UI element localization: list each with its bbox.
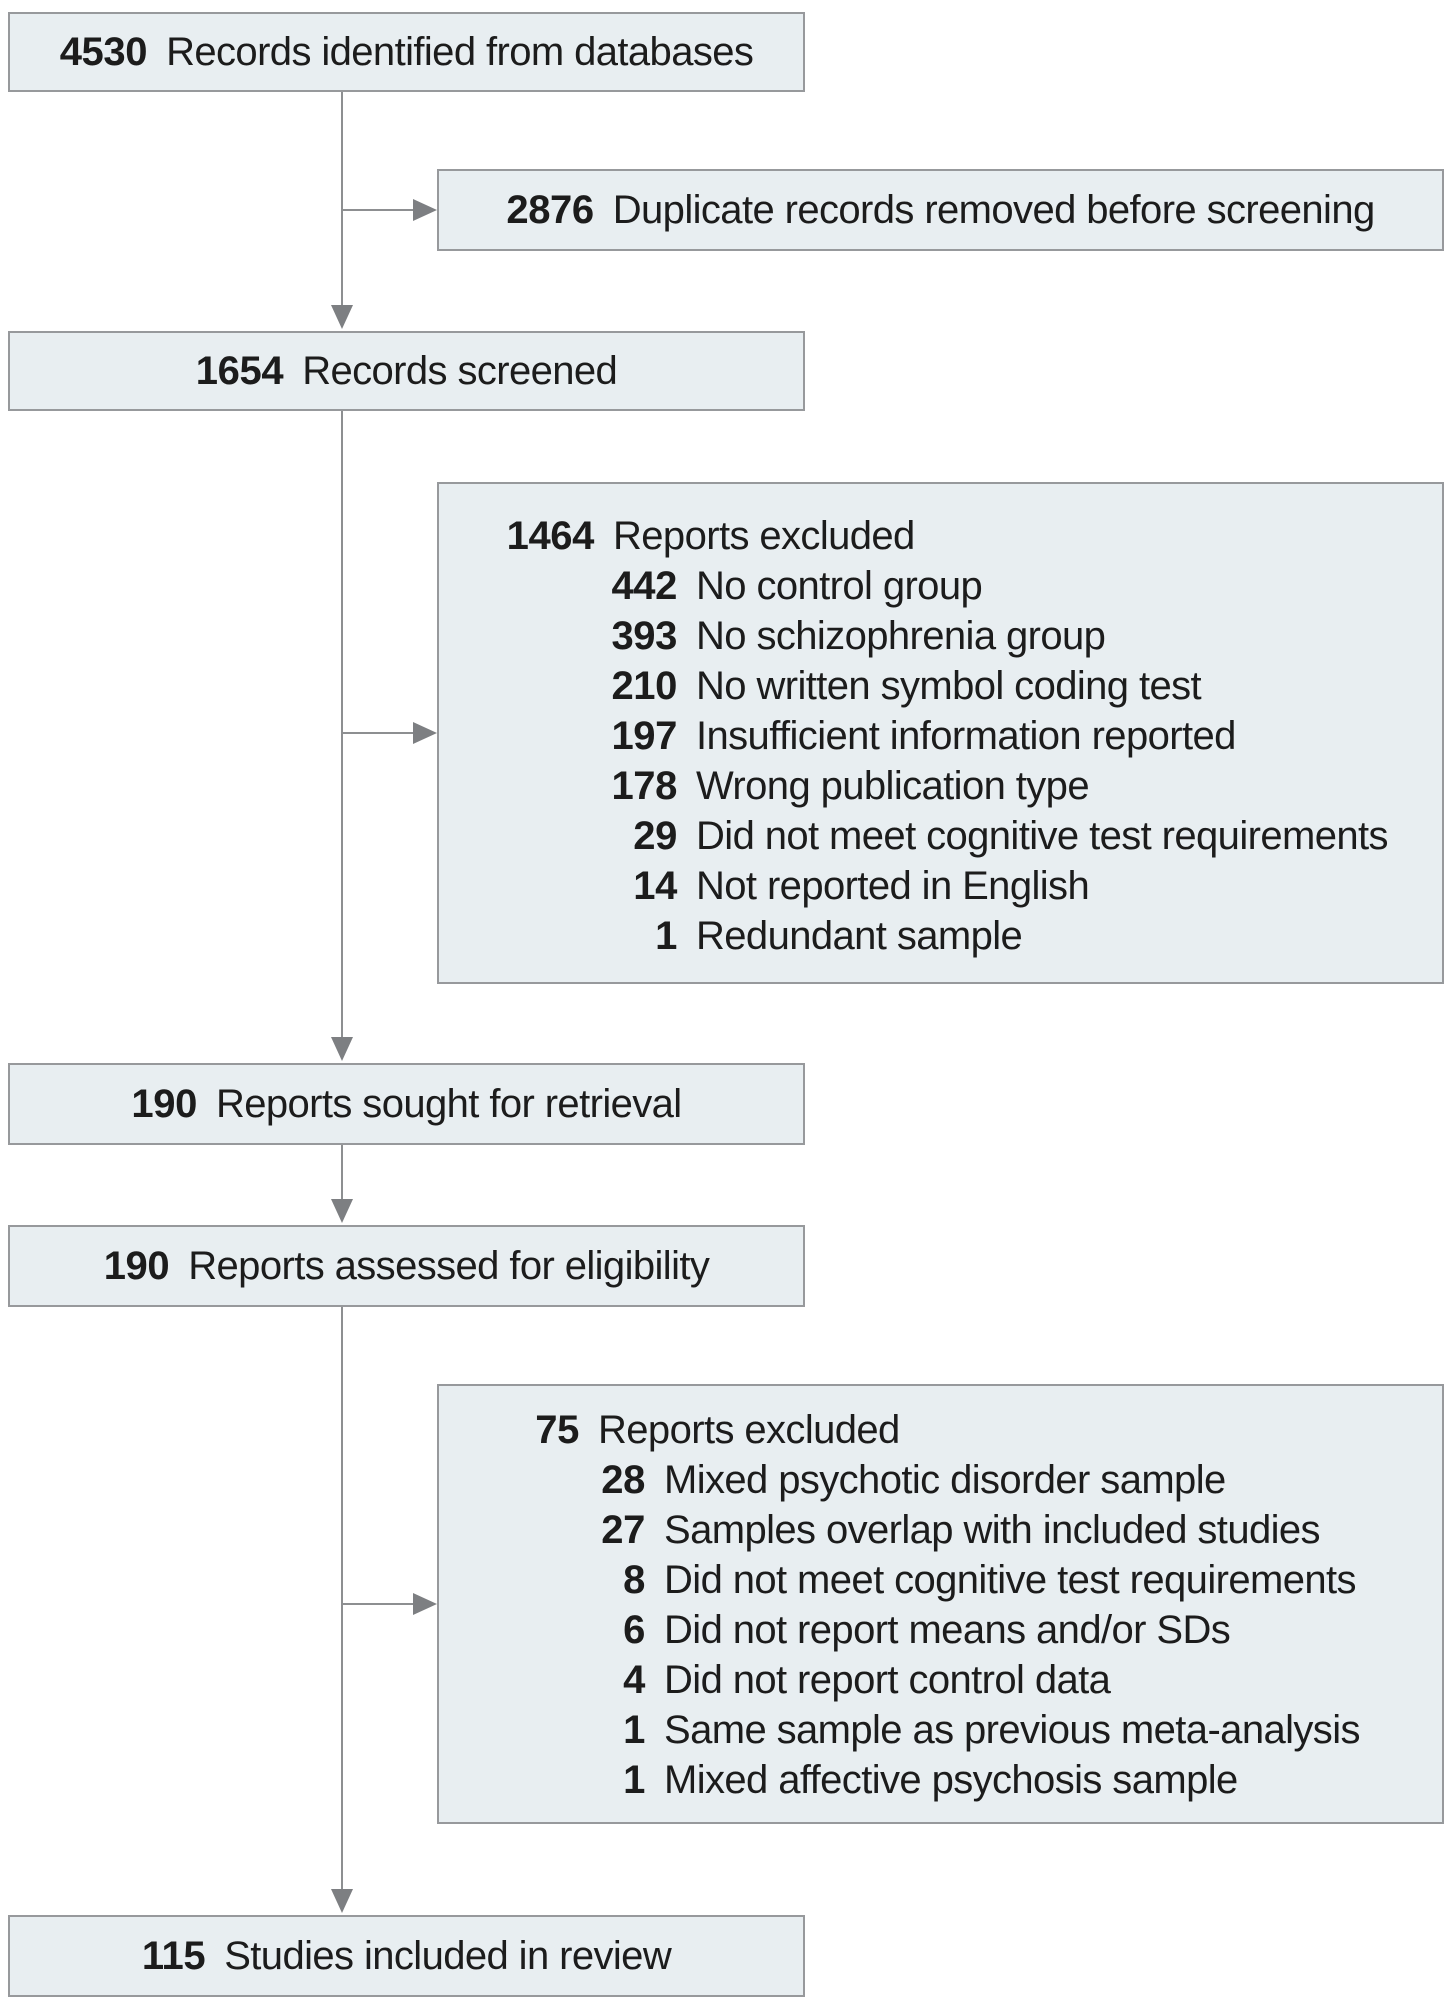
arrowhead-right-excluded-screening-icon: [413, 722, 437, 744]
excluded-eligibility-heading: 75 Reports excluded: [499, 1405, 1442, 1455]
excluded-screening-item-count: 178: [611, 764, 677, 808]
records-screened-label: Records screened: [302, 348, 618, 393]
excluded-screening-item: 442 No control group: [499, 561, 1442, 611]
studies-included-count: 115: [141, 1933, 206, 1978]
excluded-eligibility-item-count: 1: [623, 1758, 645, 1802]
excluded-eligibility-item-count: 1: [623, 1708, 645, 1752]
excluded-eligibility-item-count: 28: [601, 1458, 645, 1502]
excluded-eligibility-item-count: 6: [623, 1608, 645, 1652]
excluded-eligibility-item: 28 Mixed psychotic disorder sample: [499, 1455, 1442, 1505]
box-reports-excluded-screening: 1464 Reports excluded 442 No control gro…: [437, 482, 1444, 984]
arrowhead-down-assessed-icon: [331, 1199, 353, 1223]
excluded-screening-item: 393 No schizophrenia group: [499, 611, 1442, 661]
reports-sought-label: Reports sought for retrieval: [215, 1081, 682, 1126]
records-identified-label: Records identified from databases: [166, 29, 754, 74]
excluded-screening-item-label: Did not meet cognitive test requirements: [696, 814, 1389, 858]
excluded-screening-item-label: Wrong publication type: [696, 764, 1090, 808]
box-reports-excluded-eligibility: 75 Reports excluded 28 Mixed psychotic d…: [437, 1384, 1444, 1824]
connector-to-duplicates-line: [342, 209, 415, 211]
excluded-screening-item-label: No schizophrenia group: [696, 614, 1106, 658]
excluded-screening-item-count: 197: [611, 714, 677, 758]
excluded-screening-item-label: Insufficient information reported: [696, 714, 1236, 758]
excluded-eligibility-count: 75: [535, 1408, 579, 1452]
excluded-screening-item-count: 393: [611, 614, 677, 658]
arrowhead-down-included-icon: [331, 1889, 353, 1913]
excluded-screening-item-label: No control group: [696, 564, 983, 608]
excluded-eligibility-item-count: 27: [601, 1508, 645, 1552]
excluded-eligibility-item-label: Samples overlap with included studies: [664, 1508, 1321, 1552]
excluded-eligibility-item: 27 Samples overlap with included studies: [499, 1505, 1442, 1555]
excluded-eligibility-item-label: Did not report means and/or SDs: [664, 1608, 1231, 1652]
reports-sought-count: 190: [131, 1081, 197, 1126]
box-studies-included: 115 Studies included in review: [8, 1915, 805, 1997]
excluded-eligibility-item-count: 4: [623, 1658, 645, 1702]
excluded-screening-item: 178 Wrong publication type: [499, 761, 1442, 811]
excluded-screening-item-count: 442: [611, 564, 677, 608]
duplicates-removed-count: 2876: [506, 187, 594, 232]
connector-sought-to-assessed-line: [341, 1145, 343, 1199]
records-identified-count: 4530: [59, 29, 148, 74]
excluded-screening-item-label: Not reported in English: [696, 864, 1090, 908]
excluded-screening-count: 1464: [506, 514, 595, 558]
excluded-eligibility-item-label: Mixed psychotic disorder sample: [664, 1458, 1226, 1502]
arrowhead-down-sought-icon: [331, 1037, 353, 1061]
records-screened-count: 1654: [195, 348, 284, 393]
duplicates-removed-label: Duplicate records removed before screeni…: [612, 187, 1375, 232]
box-records-identified: 4530 Records identified from databases: [8, 12, 805, 92]
reports-assessed-label: Reports assessed for eligibility: [188, 1243, 710, 1288]
excluded-screening-item: 210 No written symbol coding test: [499, 661, 1442, 711]
arrowhead-right-excluded-eligibility-icon: [413, 1593, 437, 1615]
excluded-eligibility-item-count: 8: [623, 1558, 645, 1602]
excluded-eligibility-item: 4 Did not report control data: [499, 1655, 1442, 1705]
connector-identified-to-screened-line: [341, 92, 343, 307]
connector-to-excluded-screening-line: [342, 732, 415, 734]
excluded-screening-item-label: No written symbol coding test: [696, 664, 1202, 708]
excluded-screening-item: 1 Redundant sample: [499, 911, 1442, 961]
box-reports-sought: 190 Reports sought for retrieval: [8, 1063, 805, 1145]
excluded-eligibility-item: 1 Mixed affective psychosis sample: [499, 1755, 1442, 1805]
reports-assessed-count: 190: [103, 1243, 170, 1288]
excluded-screening-item-count: 210: [611, 664, 677, 708]
connector-assessed-to-included-line: [341, 1307, 343, 1889]
excluded-eligibility-item-label: Mixed affective psychosis sample: [664, 1758, 1238, 1802]
excluded-screening-item-count: 29: [633, 814, 677, 858]
excluded-eligibility-label: Reports excluded: [598, 1408, 900, 1452]
excluded-screening-item: 197 Insufficient information reported: [499, 711, 1442, 761]
excluded-screening-item: 29 Did not meet cognitive test requireme…: [499, 811, 1442, 861]
excluded-eligibility-item: 6 Did not report means and/or SDs: [499, 1605, 1442, 1655]
connector-screened-to-sought-line: [341, 411, 343, 1037]
box-reports-assessed: 190 Reports assessed for eligibility: [8, 1225, 805, 1307]
excluded-eligibility-item-label: Did not meet cognitive test requirements: [664, 1558, 1357, 1602]
excluded-screening-item-count: 1: [655, 914, 677, 958]
excluded-screening-heading: 1464 Reports excluded: [499, 511, 1442, 561]
excluded-screening-item: 14 Not reported in English: [499, 861, 1442, 911]
box-duplicates-removed: 2876 Duplicate records removed before sc…: [437, 169, 1444, 251]
excluded-screening-label: Reports excluded: [613, 514, 915, 558]
box-records-screened: 1654 Records screened: [8, 331, 805, 411]
excluded-screening-item-count: 14: [633, 864, 677, 908]
connector-to-excluded-eligibility-line: [342, 1603, 415, 1605]
excluded-eligibility-item: 8 Did not meet cognitive test requiremen…: [499, 1555, 1442, 1605]
excluded-eligibility-item-label: Did not report control data: [664, 1658, 1111, 1702]
excluded-eligibility-item: 1 Same sample as previous meta-analysis: [499, 1705, 1442, 1755]
studies-included-label: Studies included in review: [224, 1933, 672, 1978]
excluded-screening-item-label: Redundant sample: [696, 914, 1023, 958]
excluded-eligibility-item-label: Same sample as previous meta-analysis: [664, 1708, 1360, 1752]
arrowhead-right-duplicates-icon: [413, 199, 437, 221]
arrowhead-down-screened-icon: [331, 305, 353, 329]
